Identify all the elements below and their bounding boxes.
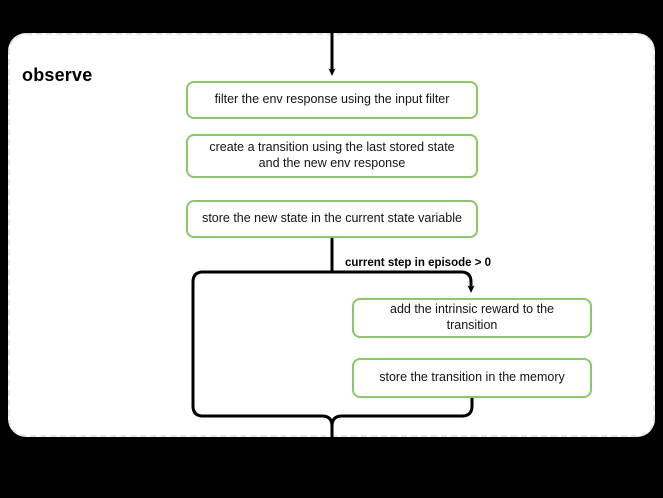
node-store-transition-memory[interactable]: store the transition in the memory — [352, 358, 592, 398]
observe-subgraph-title: observe — [22, 65, 93, 85]
node-add-intrinsic-reward[interactable]: add the intrinsic reward to the transiti… — [352, 298, 592, 338]
node-filter-env-response[interactable]: filter the env response using the input … — [186, 81, 478, 119]
node-store-new-state[interactable]: store the new state in the current state… — [186, 200, 478, 238]
node-create-transition[interactable]: create a transition using the last store… — [186, 134, 478, 178]
edge-label-current-step-condition: current step in episode > 0 — [345, 257, 492, 269]
